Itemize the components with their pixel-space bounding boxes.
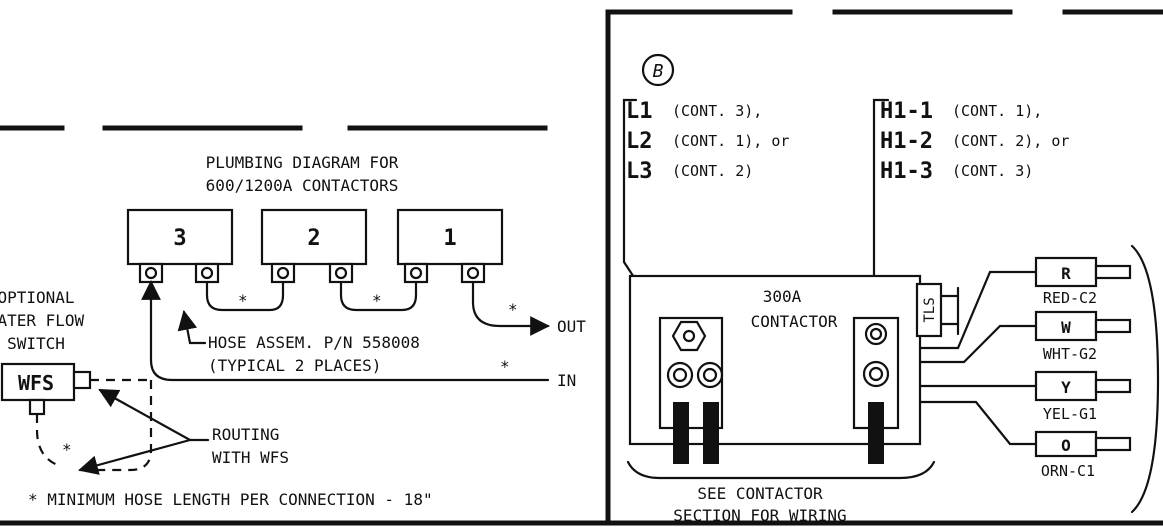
wires bbox=[918, 270, 1038, 446]
contactor-bracket bbox=[626, 460, 936, 480]
connector-y-label: YEL-G1 bbox=[1043, 405, 1097, 423]
hose-star-2: * bbox=[372, 291, 382, 310]
right-terminal-1-code: H1-1 bbox=[880, 99, 933, 124]
right-terminal-2-note: (CONT. 2), or bbox=[952, 132, 1069, 150]
water-flow-switch: WFS bbox=[0, 362, 92, 416]
wfs-box-label: WFS bbox=[18, 371, 54, 395]
routing-line1: ROUTING bbox=[212, 425, 279, 444]
right-terminal-3-note: (CONT. 3) bbox=[952, 162, 1033, 180]
left-terminal-2-code: L2 bbox=[626, 129, 653, 154]
plumbing-title-line1: PLUMBING DIAGRAM FOR bbox=[206, 153, 399, 172]
contactor-3: 3 bbox=[126, 208, 234, 284]
connector-r-label: RED-C2 bbox=[1043, 289, 1097, 307]
contactor-name: CONTACTOR bbox=[751, 312, 838, 331]
hoses bbox=[141, 280, 550, 382]
connector-y-letter: Y bbox=[1061, 378, 1071, 397]
left-terminal-3-note: (CONT. 2) bbox=[672, 162, 753, 180]
hose-assembly-line2: (TYPICAL 2 PLACES) bbox=[208, 356, 381, 375]
tls-label: TLS bbox=[922, 297, 938, 322]
connector-r: R bbox=[1034, 256, 1132, 288]
connector-o-label: ORN-C1 bbox=[1041, 462, 1095, 480]
connector-w-letter: W bbox=[1061, 318, 1071, 337]
plumbing-title-line2: 600/1200A CONTACTORS bbox=[206, 176, 399, 195]
contactor-2-number: 2 bbox=[307, 226, 320, 251]
see-section-line1: SEE CONTACTOR bbox=[697, 484, 823, 503]
right-terminal-2-code: H1-2 bbox=[880, 129, 933, 154]
hose-assembly-line1: HOSE ASSEM. P/N 558008 bbox=[208, 333, 420, 352]
contactor-3-number: 3 bbox=[173, 226, 186, 251]
panel-borders bbox=[0, 9, 1163, 526]
contactor-1-number: 1 bbox=[443, 226, 456, 251]
in-label: IN bbox=[557, 371, 576, 390]
left-terminal-2-note: (CONT. 1), or bbox=[672, 132, 789, 150]
wfs-label-line1: OPTIONAL bbox=[0, 288, 75, 307]
routing-line2: WITH WFS bbox=[212, 448, 289, 467]
out-label: OUT bbox=[557, 317, 586, 336]
left-terminal-1-note: (CONT. 3), bbox=[672, 102, 762, 120]
connector-w-label: WHT-G2 bbox=[1043, 345, 1097, 363]
hose-star-3: * bbox=[508, 300, 518, 319]
footnote: * MINIMUM HOSE LENGTH PER CONNECTION - 1… bbox=[28, 490, 433, 509]
hose-star-4: * bbox=[500, 357, 510, 376]
connector-y: Y bbox=[1034, 370, 1132, 402]
connector-r-letter: R bbox=[1061, 264, 1071, 283]
hose-star-1: * bbox=[238, 291, 248, 310]
right-terminal-1-note: (CONT. 1), bbox=[952, 102, 1042, 120]
wfs-star: * bbox=[62, 440, 72, 459]
contactor-1: 1 bbox=[396, 208, 504, 284]
wfs-label-line3: SWITCH bbox=[7, 334, 65, 353]
right-terminal-3-code: H1-3 bbox=[880, 159, 933, 184]
connector-o: O bbox=[1034, 430, 1132, 458]
circle-b-label: B bbox=[653, 61, 664, 82]
connector-w: W bbox=[1034, 310, 1132, 342]
contactor-300a bbox=[628, 274, 960, 464]
contactor-rating: 300A bbox=[763, 287, 802, 306]
wfs-label-line2: WATER FLOW bbox=[0, 311, 85, 330]
left-terminal-3-code: L3 bbox=[626, 159, 653, 184]
contactor-2: 2 bbox=[260, 208, 368, 284]
connector-bracket bbox=[1130, 244, 1160, 514]
see-section-line2: SECTION FOR WIRING bbox=[673, 506, 846, 525]
connector-o-letter: O bbox=[1061, 436, 1071, 455]
left-terminal-1-code: L1 bbox=[626, 99, 653, 124]
